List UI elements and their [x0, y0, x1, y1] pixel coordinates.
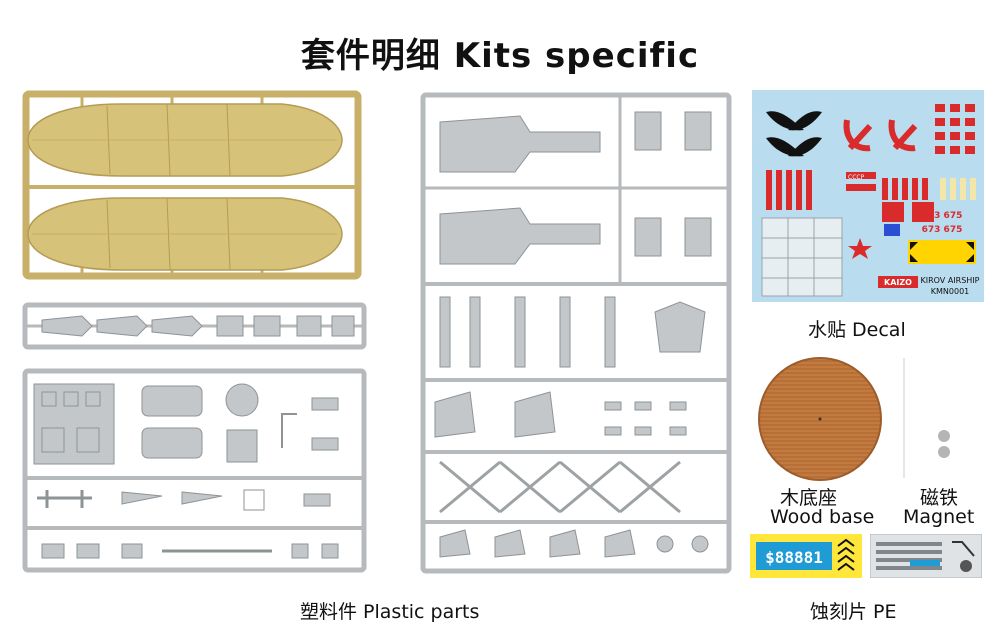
decal-brand: KAIZO — [884, 278, 912, 287]
grey-sprue-small — [22, 302, 367, 350]
airship-hull-upper — [27, 103, 343, 177]
grey-sprue-center-large — [420, 92, 732, 574]
decal-number-a: 673 675 — [922, 211, 963, 221]
decal-eyes — [766, 111, 822, 157]
pe-sheet-yellow: $88881 — [750, 534, 862, 578]
decal-sheet: CCCP 673 675 673 675 KAIZO KIROV AIRSHIP… — [752, 90, 984, 302]
tan-sprue-frame — [22, 90, 362, 280]
decal-model-code: KMN0001 — [931, 287, 970, 296]
pe-label: 蚀刻片 PE — [810, 601, 897, 623]
decal-number-b: 673 675 — [922, 225, 963, 235]
cccp-text: CCCP — [848, 174, 865, 181]
decal-model-name: KIROV AIRSHIP — [920, 276, 979, 285]
wood-base-disc — [758, 357, 882, 481]
magnet-label-zh: 磁铁 — [920, 487, 959, 509]
decal-label: 水贴 Decal — [808, 319, 906, 341]
pe-sheet-grey — [870, 534, 982, 578]
grey-sprue-left-large — [22, 368, 367, 573]
hammer-sickle-icon — [843, 119, 918, 152]
wood-base-label-en: Wood base — [770, 506, 875, 528]
page-title: 套件明细 Kits specific — [300, 36, 700, 76]
wood-base-label-zh: 木底座 — [780, 487, 838, 509]
magnet-label-en: Magnet — [903, 506, 975, 528]
pe-price-text: $88881 — [765, 548, 823, 567]
airship-hull-lower — [27, 197, 343, 271]
magnet-parts — [903, 358, 950, 478]
plastic-parts-label: 塑料件 Plastic parts — [300, 601, 480, 623]
